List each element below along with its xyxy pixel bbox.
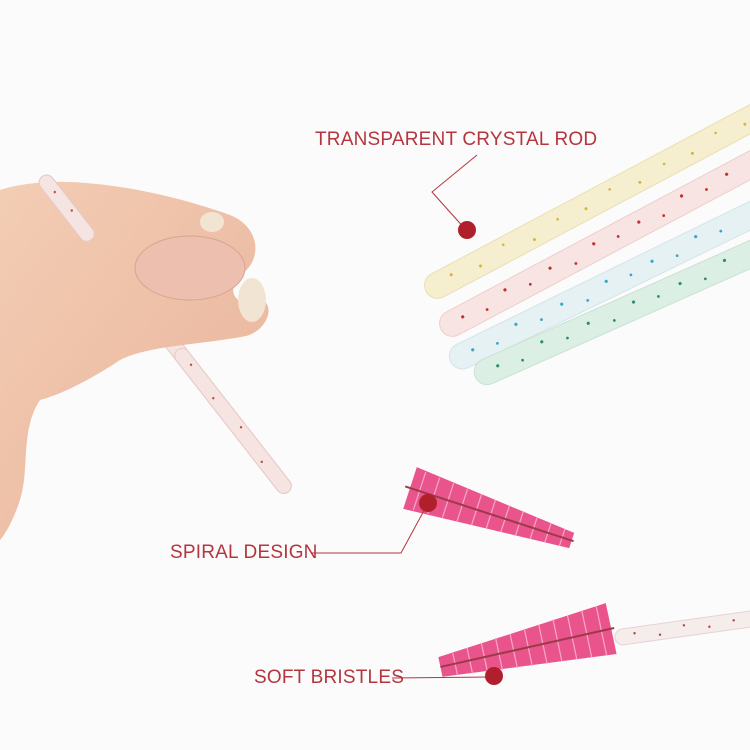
lower-brush: [438, 603, 750, 677]
callout-bristles-label: SOFT BRISTLES: [254, 667, 405, 688]
callout-rod-label: TRANSPARENT CRYSTAL ROD: [315, 129, 598, 150]
hand: [0, 181, 269, 540]
callout-bristles-pointer: [391, 667, 503, 685]
held-rod-front: [38, 174, 292, 494]
crystal-rods: [424, 86, 750, 386]
callout-spiral-pointer: [311, 494, 437, 554]
callout-rod-pointer: [431, 154, 478, 239]
callout-spiral-label: SPIRAL DESIGN: [170, 542, 318, 563]
